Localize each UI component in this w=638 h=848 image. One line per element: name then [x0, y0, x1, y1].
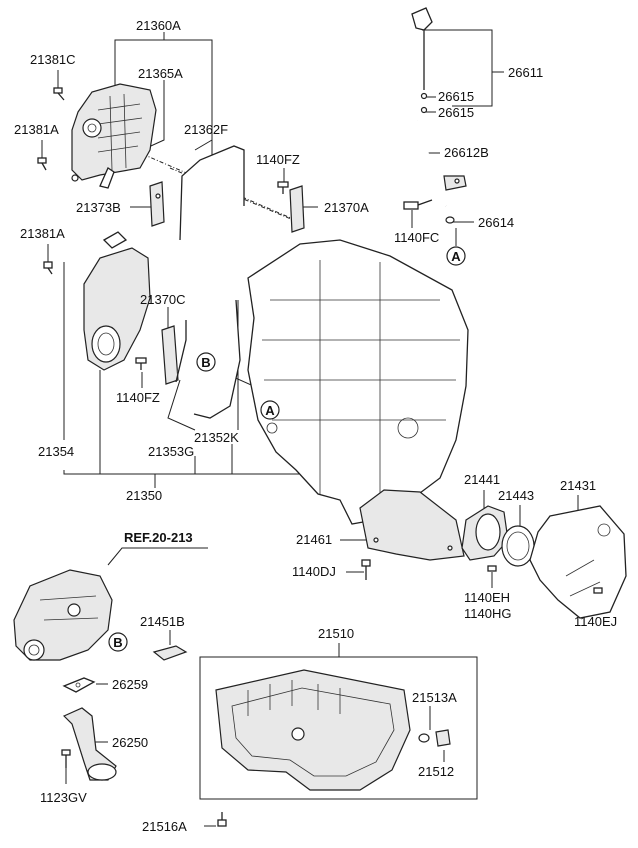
callout-a-dipstick: A [446, 246, 466, 266]
gasket-21365A [99, 167, 115, 189]
oil-pan-21510 [199, 656, 478, 800]
oil-strainer-26250 [62, 707, 117, 781]
label-21512: 21512 [418, 764, 454, 779]
oil-seal-21443 [501, 525, 535, 567]
svg-text:B: B [201, 355, 210, 370]
label-ref-20-213: REF.20-213 [124, 530, 193, 545]
label-21461: 21461 [296, 532, 332, 547]
bolt-1140DJ [361, 559, 371, 580]
bolt-1140EJ [593, 587, 603, 594]
label-21516A: 21516A [142, 819, 187, 834]
label-21352K: 21352K [194, 430, 239, 445]
bolt-1140FZ-mid [135, 357, 147, 370]
label-21373B: 21373B [76, 200, 121, 215]
svg-text:B: B [113, 635, 122, 650]
label-21381A-mid: 21381A [20, 226, 65, 241]
label-21451B: 21451B [140, 614, 185, 629]
engine-block [247, 239, 469, 525]
label-1140HG: 1140HG [464, 606, 511, 621]
bolt-1140EH [487, 565, 497, 572]
plate-21431 [529, 505, 627, 619]
svg-text:A: A [451, 249, 461, 264]
washer-21513A [418, 733, 430, 743]
seal-21352K [175, 299, 241, 419]
label-26615-b: 26615 [438, 105, 474, 120]
oil-dipstick [411, 7, 433, 114]
label-21431: 21431 [560, 478, 596, 493]
label-21381A-top: 21381A [14, 122, 59, 137]
part-number-labels: 21360A 21381C 21365A 21381A 21362F 1140F… [14, 18, 617, 834]
label-21510: 21510 [318, 626, 354, 641]
label-26250: 26250 [112, 735, 148, 750]
label-21350: 21350 [126, 488, 162, 503]
label-21441: 21441 [464, 472, 500, 487]
seal-housing-21441 [461, 505, 509, 561]
label-21443: 21443 [498, 488, 534, 503]
gasket-26259 [62, 677, 96, 693]
label-1123GV: 1123GV [40, 790, 87, 805]
plate-21461 [359, 489, 465, 561]
label-1140FZ-top: 1140FZ [256, 152, 300, 167]
label-1140EH: 1140EH [464, 590, 510, 605]
oring-26614 [445, 216, 455, 224]
bolt-21516A [217, 812, 227, 827]
label-26259: 26259 [112, 677, 148, 692]
label-21365A: 21365A [138, 66, 183, 81]
bolt-1140FZ-top [277, 181, 289, 194]
label-21513A: 21513A [412, 690, 457, 705]
seal-21362F [179, 145, 245, 241]
bracket-21451B [152, 645, 188, 661]
label-26614: 26614 [478, 215, 514, 230]
callout-b-engine: B [196, 352, 216, 372]
timing-cover-upper [71, 83, 157, 182]
bracket-21373B [149, 181, 165, 227]
bolt-1140FC [403, 199, 433, 210]
bolt-1123GV [61, 749, 71, 768]
label-1140DJ: 1140DJ [292, 564, 336, 579]
bolt-21381C [53, 87, 65, 101]
callout-b-pump: B [108, 632, 128, 652]
timing-cover-lower [83, 231, 151, 371]
callout-a-engine: A [260, 400, 280, 420]
label-1140EJ: 1140EJ [574, 614, 617, 629]
label-21354: 21354 [38, 444, 74, 459]
label-1140FC: 1140FC [394, 230, 439, 245]
label-21362F: 21362F [184, 122, 228, 137]
dipstick-tube [416, 119, 467, 207]
bolt-21381A-mid [43, 261, 53, 275]
label-21353G: 21353G [148, 444, 194, 459]
label-21370C: 21370C [140, 292, 186, 307]
bolt-21381A-top [37, 157, 47, 171]
label-21360A: 21360A [136, 18, 181, 33]
label-26615-a: 26615 [438, 89, 474, 104]
label-21381C: 21381C [30, 52, 76, 67]
label-26611: 26611 [508, 65, 543, 80]
label-26612B: 26612B [444, 145, 489, 160]
svg-text:A: A [265, 403, 275, 418]
label-21370A: 21370A [324, 200, 369, 215]
bracket-21370A [289, 185, 305, 233]
label-1140FZ-mid: 1140FZ [116, 390, 160, 405]
drain-plug-21512 [435, 729, 451, 747]
bracket-21370C [161, 325, 179, 385]
oil-pump-ref [13, 569, 113, 661]
